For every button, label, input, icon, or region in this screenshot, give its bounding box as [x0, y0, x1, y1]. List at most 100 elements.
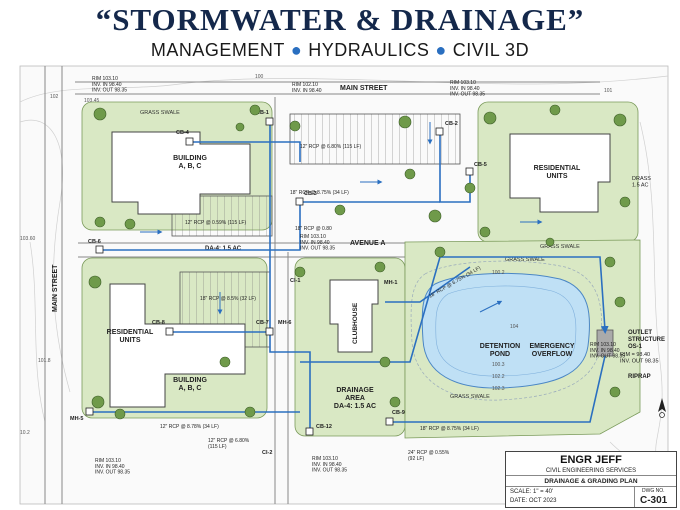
label-grass-swale-2: GRASS SWALE	[540, 244, 580, 250]
titleblock-date: DATE: OCT 2023	[510, 498, 557, 504]
titleblock-divider	[634, 487, 635, 507]
pipe-run-1	[100, 201, 440, 251]
building-clubhouse	[329, 279, 379, 353]
street-label-avenue: AVENUE A	[350, 240, 385, 247]
elev-10-2: 10.2	[20, 430, 30, 436]
label-cb7: CB-7	[256, 320, 269, 326]
roads	[44, 66, 600, 504]
elev-102a: 102	[50, 94, 59, 100]
bullet-icon: ●	[435, 40, 447, 60]
pipe-run-4	[190, 141, 301, 162]
label-cb6: CB-6	[88, 239, 101, 245]
street-label-left: MAIN STREET	[52, 264, 59, 312]
pipe-label-2: 18" RCP @ 8.75% (34 LF)	[290, 190, 349, 196]
titleblock-sheet-title: DRAINAGE & GRADING PLAN	[506, 478, 676, 487]
label-cb8: CB-8	[152, 320, 165, 326]
title-block: ENGR JEFF CIVIL ENGINEERING SERVICES DRA…	[505, 451, 677, 508]
titleblock-dwg-label: DWG NO.	[642, 488, 665, 494]
label-grass-swale-3: GRASS SWALE	[450, 394, 490, 400]
inlet-labels: CB-6 CB-3 CB-1 CB-2 CB-4 CB-7 CB-12 MH-5…	[70, 110, 487, 456]
elev-100-3: 100.3	[492, 362, 505, 368]
pipe-label-10: 18" RCP @ 8.75% (34 LF)	[420, 426, 479, 432]
pipe-label-5: 18" RCP @ 8.5% (32 LF)	[200, 296, 256, 302]
label-clubhouse: CLUBHOUSE	[352, 302, 359, 344]
elev-102-2: 102.2	[492, 374, 505, 380]
contour-lines	[19, 75, 669, 483]
pipe-label-3: 12" RCP @ 0.59% (115 LF)	[185, 220, 246, 226]
label-mh5: MH-5	[70, 416, 83, 422]
pipe-label-9: 24" RCP @ 0.55%(92 LF)	[408, 450, 450, 462]
titleblock-dwg-no: C-301	[640, 495, 668, 506]
inlet-markers	[85, 117, 474, 436]
pipe-run-2	[269, 122, 311, 432]
elev-100a: 100	[255, 74, 264, 80]
bullet-icon: ●	[290, 40, 303, 60]
detention-pond	[410, 260, 602, 401]
parking-lot-north	[289, 113, 461, 165]
label-cb3: CB-3	[304, 191, 317, 197]
page-title: “STORMWATER & DRAINAGE”	[95, 2, 585, 37]
label-mh6: MH-6	[278, 320, 291, 326]
subtitle-hydraulics: HYDRAULICS	[308, 40, 430, 60]
flow-arrows	[140, 122, 543, 315]
label-grass-swale-4: GRASS SWALE	[505, 257, 545, 263]
label-cb5: CB-5	[474, 162, 487, 168]
titleblock-name: ENGR JEFF	[560, 454, 622, 466]
buildings	[109, 131, 611, 408]
building-sw	[109, 283, 246, 408]
elev-104: 104	[510, 324, 519, 330]
label-grass-swale-1: GRASS SWALE	[140, 110, 180, 116]
pipe-run-8	[390, 355, 606, 423]
label-da4-top: DA-4: 1.5 AC	[205, 246, 242, 252]
pipe-label-4: 18" RCP @ 0.80	[295, 226, 332, 232]
elev-101: 101	[604, 88, 613, 94]
street-label-top: MAIN STREET	[340, 85, 388, 92]
label-ci2: CI-2	[262, 450, 272, 456]
trees	[88, 104, 631, 420]
elev-101-8: 101.8	[38, 358, 51, 364]
subtitle-civil3d: CIVIL 3D	[452, 40, 530, 60]
elev-103-60: 103.60	[20, 236, 36, 242]
label-cb9: CB-9	[392, 410, 405, 416]
elev-102-3: 102.3	[492, 386, 505, 392]
page-subtitle: MANAGEMENT●HYDRAULICS●CIVIL 3D	[0, 40, 680, 61]
elev-103-45: 103.45	[84, 98, 100, 104]
label-cb4: CB-4	[176, 130, 190, 136]
pipe-run-9	[385, 266, 471, 303]
titleblock-scale: SCALE: 1" = 40'	[510, 489, 554, 495]
titleblock-firm: CIVIL ENGINEERING SERVICES	[506, 468, 676, 476]
building-residential-ne	[509, 133, 611, 213]
elev-100-2: 100.2	[492, 270, 505, 276]
building-nw	[111, 131, 251, 215]
subtitle-management: MANAGEMENT	[150, 40, 285, 60]
label-ci1: CI-1	[290, 278, 300, 284]
storm-pipes	[90, 122, 609, 432]
label-cb1: CB-1	[256, 110, 269, 116]
elevation-labels: 100 102 103.45 103.60 101.8 10.2 101 100…	[20, 74, 613, 436]
pipe-label-8: 12" RCP @ 6.80%(115 LF)	[208, 438, 250, 450]
label-riprap: RIPRAP	[628, 374, 651, 380]
site-plan: MAIN STREET MAIN STREET AVENUE A BUILDIN…	[19, 65, 669, 505]
label-mh1: MH-1	[384, 280, 397, 286]
north-arrow-icon	[658, 398, 666, 418]
pipe-label-7: 12" RCP @ 8.78% (34 LF)	[160, 424, 219, 430]
pipe-label-1: 12" RCP @ 6.80% (115 LF)	[300, 144, 361, 150]
